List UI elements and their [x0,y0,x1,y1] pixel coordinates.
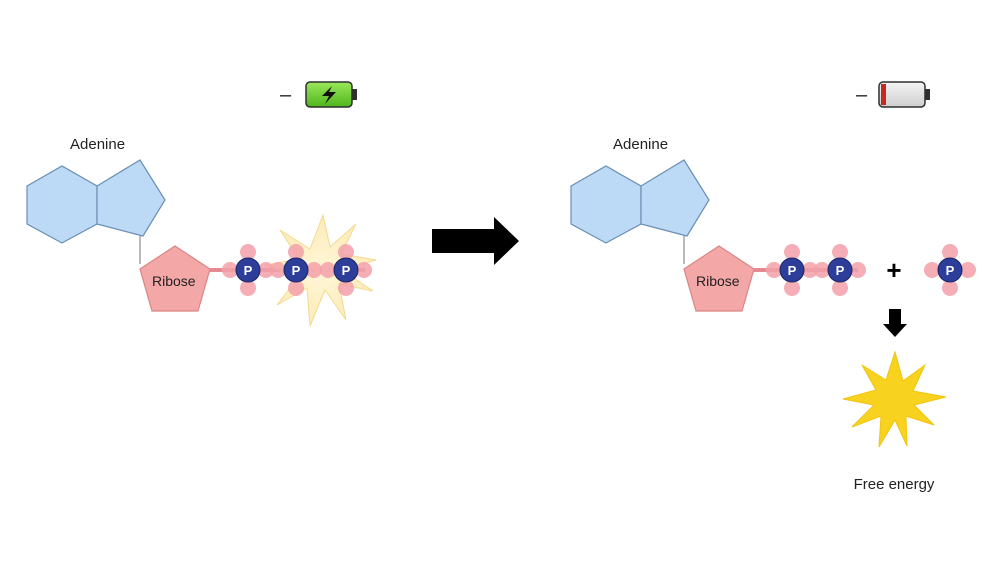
ribose-label: Ribose [696,273,740,289]
phosphate-group: P [222,244,274,296]
free-phosphate-group: P [924,244,976,296]
right-dash: – [856,84,868,106]
ribose-label: Ribose [152,273,196,289]
phosphate-label: P [244,263,253,278]
adp-molecule: – Adenine Ribose P P [570,81,976,493]
ribose-pentagon [139,245,211,312]
battery-full-icon [305,81,357,108]
adenine-hexagon [26,165,98,244]
energy-release-arrow [883,309,907,337]
phosphate-label: P [342,263,351,278]
adenine-pentagon [640,159,710,237]
plus-sign: + [886,255,901,285]
adenine-label: Adenine [70,136,125,153]
adenine-hexagon [570,165,642,244]
adenine-pentagon [96,159,166,237]
adenine-label: Adenine [613,136,668,153]
phosphate-group: P [814,244,866,296]
phosphate-group: P [320,244,372,296]
battery-empty-icon [878,81,930,108]
reaction-arrow [432,217,519,265]
phosphate-label: P [292,263,301,278]
free-energy-label: Free energy [854,476,935,493]
phosphate-group: P [270,244,322,296]
phosphate-label: P [836,263,845,278]
phosphate-group: P [766,244,818,296]
ribose-pentagon [683,245,755,312]
free-energy-star-icon [842,350,947,448]
left-dash: – [280,84,292,106]
phosphate-label: P [788,263,797,278]
atp-molecule: – Adenine Ribose P [26,81,377,327]
free-phosphate-label: P [946,263,955,278]
